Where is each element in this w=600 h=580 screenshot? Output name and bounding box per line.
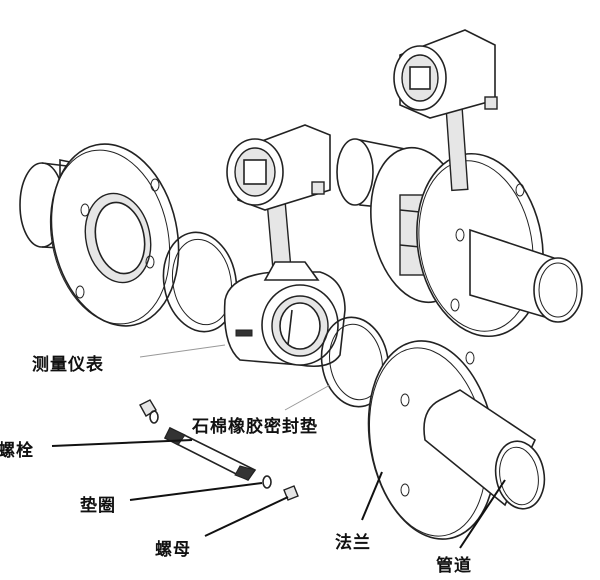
leader-bolt xyxy=(51,439,193,447)
label-washer: 垫圈 xyxy=(80,496,116,516)
label-pipe: 管道 xyxy=(436,556,472,576)
leader-washer xyxy=(129,482,263,501)
label-bolt: 螺栓 xyxy=(0,441,34,461)
sealing-gasket-left xyxy=(162,231,238,333)
leader-nut xyxy=(204,496,289,537)
label-nut: 螺母 xyxy=(155,540,191,560)
label-gasket: 石棉橡胶密封垫 xyxy=(192,417,318,437)
sealing-gasket-right xyxy=(320,316,390,408)
label-meter: 测量仪表 xyxy=(32,355,104,375)
leader-gasket xyxy=(284,384,331,411)
right-flange-pipe xyxy=(367,340,546,540)
meter-assembled xyxy=(336,29,583,338)
leader-meter xyxy=(139,344,226,358)
label-flange: 法兰 xyxy=(335,533,371,553)
leader-pipe xyxy=(459,479,506,549)
left-flange xyxy=(19,143,180,327)
meter-exploded xyxy=(223,124,346,368)
leader-flange xyxy=(361,471,383,521)
